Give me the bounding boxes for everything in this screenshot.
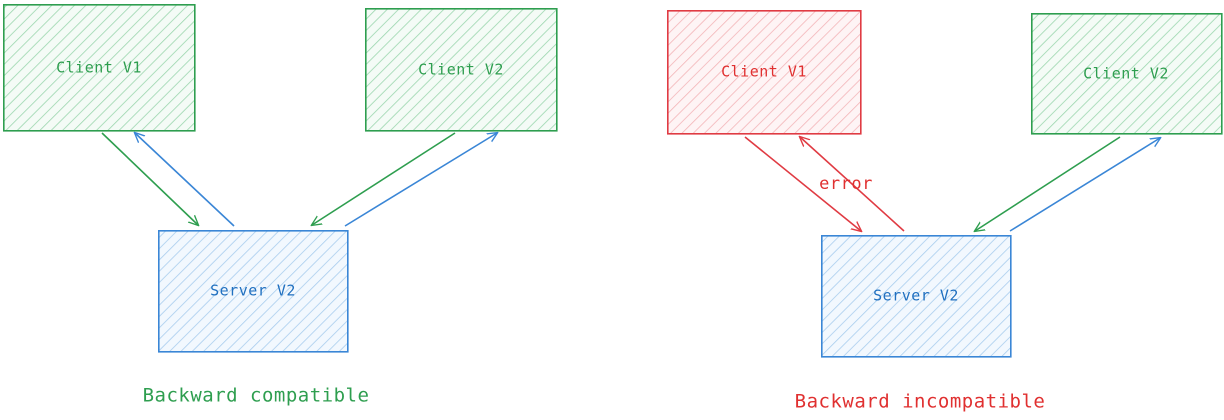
edge-left-client-v1-to-server-v2 [101,132,198,225]
node-right-client-v2-label: Client V2 [1083,65,1169,83]
node-left-client-v2-label: Client V2 [418,61,504,79]
left-panel: Client V1 Client V2 Server V2 Backward c… [2,4,558,407]
edge-right-server-v2-to-client-v1 [800,137,905,232]
node-right-client-v1-label: Client V1 [721,63,807,81]
node-left-server-v2-label: Server V2 [210,282,296,300]
edge-right-client-v1-to-server-v2 [744,136,861,231]
node-left-server-v2[interactable]: Server V2 [158,230,349,353]
node-left-client-v2-rect [364,8,558,132]
node-right-client-v2-rect [1031,13,1223,135]
node-right-client-v1[interactable]: Client V1 [666,10,862,135]
caption-right-backward-incompatible: Backward incompatible [795,391,1046,413]
edge-label-error: error [819,174,873,194]
node-right-server-v2-label: Server V2 [873,287,959,305]
edge-left-server-v2-to-client-v1 [135,133,235,227]
caption-left-backward-compatible: Backward compatible [143,385,370,407]
node-right-client-v1-rect [666,10,862,135]
right-panel: Client V1 Client V2 Server V2 error [666,10,1223,413]
node-right-server-v2-rect [820,235,1012,358]
node-left-client-v2[interactable]: Client V2 [364,8,558,132]
node-right-client-v2[interactable]: Client V2 [1031,13,1223,135]
node-left-client-v1[interactable]: Client V1 [2,4,196,132]
edge-right-client-v2-to-server-v2 [975,136,1121,231]
edge-left-server-v2-to-client-v2 [344,133,497,227]
node-left-client-v1-label: Client V1 [56,59,142,77]
edge-right-server-v2-to-client-v2 [1009,138,1160,232]
node-left-server-v2-rect [158,230,349,353]
edge-left-client-v2-to-server-v2 [312,132,456,225]
node-right-server-v2[interactable]: Server V2 [820,235,1012,358]
node-left-client-v1-rect [2,4,196,132]
